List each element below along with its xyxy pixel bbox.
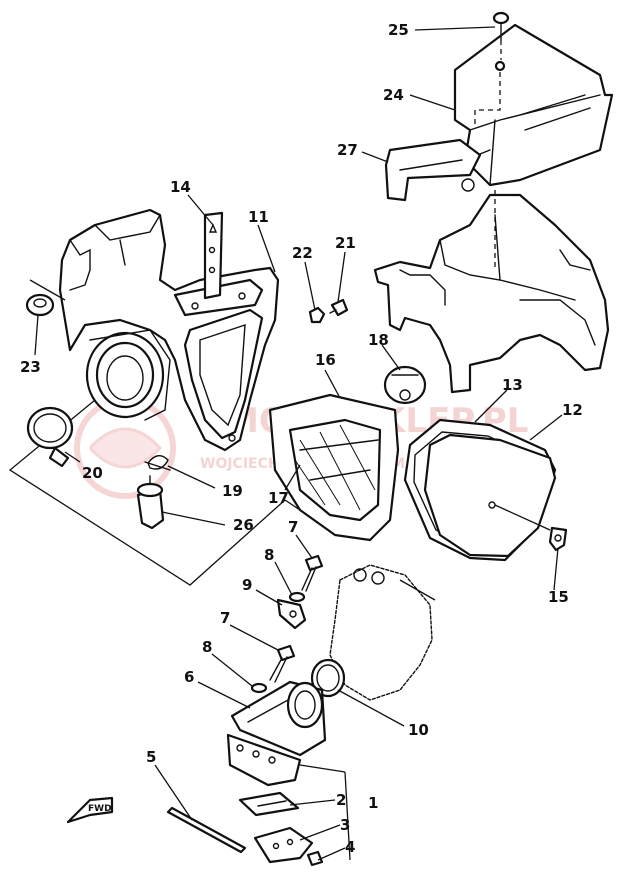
label-26: 26 xyxy=(233,516,254,534)
side-cover-part-12 xyxy=(423,433,557,558)
label-16: 16 xyxy=(315,351,336,369)
label-25: 25 xyxy=(388,21,409,39)
label-2: 2 xyxy=(336,791,346,809)
label-17: 17 xyxy=(268,489,289,507)
label-5: 5 xyxy=(146,748,156,766)
label-11: 11 xyxy=(248,208,269,226)
bolt-part-21 xyxy=(329,298,349,317)
clamp-part-10 xyxy=(310,658,346,698)
hose-part-5 xyxy=(166,806,247,854)
reed-valve-part-1 xyxy=(226,733,302,787)
label-19: 19 xyxy=(222,482,243,500)
cover-plate-part-18 xyxy=(383,365,427,405)
screw-part-4 xyxy=(306,850,324,867)
label-15: 15 xyxy=(548,588,569,606)
grommet-part-23 xyxy=(25,293,55,317)
air-duct-cover-part xyxy=(453,23,614,187)
label-8-lower: 8 xyxy=(202,638,212,656)
label-21: 21 xyxy=(335,234,356,252)
label-23: 23 xyxy=(20,358,41,376)
clip-part-19 xyxy=(144,455,171,471)
fwd-label: FWD xyxy=(88,804,112,814)
label-10: 10 xyxy=(408,721,429,739)
filter-element-part-16 xyxy=(268,393,400,542)
bolt-part-7-lower xyxy=(269,644,296,683)
air-filter-case-part xyxy=(58,208,280,452)
label-22: 22 xyxy=(292,244,313,262)
label-9: 9 xyxy=(242,576,252,594)
label-7-lower: 7 xyxy=(220,609,230,627)
part-labels: 25 24 27 14 11 22 21 23 16 18 13 12 20 1… xyxy=(20,21,583,856)
bolt-part-7-upper xyxy=(301,554,324,592)
label-4: 4 xyxy=(345,838,355,856)
stopper-part-3 xyxy=(253,826,314,864)
drain-cap-part-26 xyxy=(136,475,165,530)
mount-bracket-part xyxy=(384,138,482,202)
manifold-part-6 xyxy=(230,680,327,757)
nut-part-22 xyxy=(308,306,326,324)
carburetor-outline xyxy=(329,564,433,701)
clamp-part-20 xyxy=(26,406,74,468)
plate-part-14 xyxy=(203,211,224,300)
frame-bracket-part xyxy=(373,190,610,394)
label-20: 20 xyxy=(82,464,103,482)
bracket-part-9 xyxy=(276,598,307,630)
fwd-arrow-icon: FWD xyxy=(66,796,114,824)
washer-part-8-lower xyxy=(250,682,268,694)
label-7-upper: 7 xyxy=(288,518,298,536)
bolt-25-part xyxy=(474,11,510,125)
reed-part-2 xyxy=(238,791,300,817)
label-1: 1 xyxy=(368,794,378,812)
label-24: 24 xyxy=(383,86,404,104)
fastener-part-15 xyxy=(548,526,568,552)
label-12: 12 xyxy=(562,401,583,419)
label-8-upper: 8 xyxy=(264,546,274,564)
label-27: 27 xyxy=(337,141,358,159)
leader-lines xyxy=(34,26,563,861)
label-13: 13 xyxy=(502,376,523,394)
label-3: 3 xyxy=(340,816,350,834)
label-14: 14 xyxy=(170,178,191,196)
label-18: 18 xyxy=(368,331,389,349)
washer-part-8-upper xyxy=(288,591,306,603)
label-6: 6 xyxy=(184,668,194,686)
